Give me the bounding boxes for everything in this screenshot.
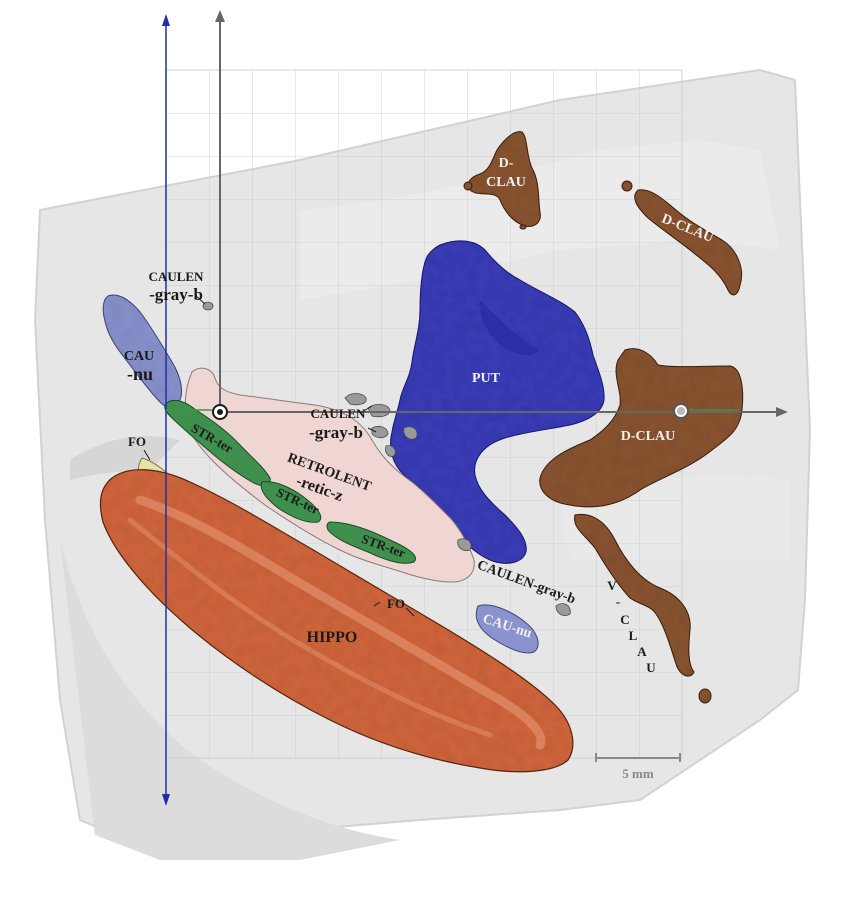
vertical-axis-blue-arrow-bottom: [162, 794, 170, 806]
label-v-clau-3: C: [620, 612, 629, 627]
origin-marker-dot: [217, 409, 223, 415]
label-v-clau-4: L: [629, 628, 638, 643]
putamen-inner-shade: [479, 300, 540, 356]
scale-bar-label: 5 mm: [622, 766, 654, 781]
caulen-gray-bridge-8: [555, 603, 571, 616]
caulen-gray-bridge-3: [367, 404, 391, 418]
putamen-region: [390, 240, 605, 564]
label-caulen-mid-line1: CAULEN: [311, 406, 367, 421]
scale-bar: 5 mm: [595, 753, 681, 781]
claustrum-fragment-small: [463, 181, 473, 191]
reference-marker-dot: [677, 407, 685, 415]
caulen-gray-bridge-2: [344, 393, 367, 406]
stria-terminalis-region-2: [260, 481, 322, 523]
label-v-clau-2: -: [616, 594, 620, 609]
label-v-clau-6: U: [646, 660, 656, 675]
claustrum-fragment-top: [621, 180, 633, 192]
label-d-clau-top-line1: D-: [499, 156, 514, 171]
leader-caulen-mid-2: [367, 427, 377, 433]
label-caulen-mid-line2: -gray-b: [309, 423, 363, 442]
caulen-gray-bridge-4: [371, 426, 389, 439]
caulen-gray-bridge-1: [202, 301, 214, 311]
caulen-gray-bridge-5: [403, 426, 418, 440]
label-fo-1: FO: [128, 434, 146, 449]
label-fo-2: FO: [387, 596, 405, 611]
leader-fo-1: [143, 449, 151, 461]
leader-lines: [143, 295, 415, 617]
label-cau-nu-top-line2: -nu: [127, 364, 153, 384]
label-v-clau-1: V: [607, 578, 617, 593]
hippocampus-inner-band-2: [127, 517, 493, 738]
stria-terminalis-group: [164, 399, 416, 564]
label-hippo: HIPPO: [307, 629, 358, 646]
caulen-gray-bridges: [202, 301, 571, 616]
label-caulen-top-line2: -gray-b: [149, 285, 203, 304]
coordinate-axes: [162, 10, 788, 806]
label-put: PUT: [472, 371, 501, 386]
ventral-claustrum-region: [574, 513, 695, 677]
dorsal-claustrum-right-region: [634, 189, 743, 296]
caulen-gray-bridge-6: [385, 445, 396, 457]
caulen-gray-bridge-7: [457, 538, 472, 551]
ventral-claustrum-fragment: [698, 688, 712, 704]
vertical-axis-blue-arrow-top: [162, 14, 170, 26]
label-v-clau-5: A: [637, 644, 647, 659]
caudate-nucleus-low-region: [475, 604, 539, 654]
retrolenticular-region: [184, 367, 475, 583]
leader-fo-2: [405, 607, 415, 617]
leader-caulen-top: [195, 295, 206, 305]
label-d-clau-main: D-CLAU: [621, 429, 675, 444]
vertical-axis-gray-arrow: [215, 10, 225, 22]
hippocampus-inner-band: [135, 495, 546, 750]
hippocampus-region: [99, 469, 574, 773]
label-d-clau-top-line2: CLAU: [486, 175, 526, 190]
label-caulen-top-line1: CAULEN: [149, 269, 205, 284]
label-cau-nu-top-line1: CAU: [124, 349, 154, 364]
claustrum-fragment-low: [519, 224, 527, 230]
horizontal-axis-gray-arrow: [776, 407, 788, 417]
leader-fo-2b: [373, 601, 381, 607]
stria-terminalis-region-3: [326, 521, 416, 564]
dorsal-claustrum-main-region: [539, 348, 744, 508]
leader-caulen-mid: [361, 405, 373, 413]
